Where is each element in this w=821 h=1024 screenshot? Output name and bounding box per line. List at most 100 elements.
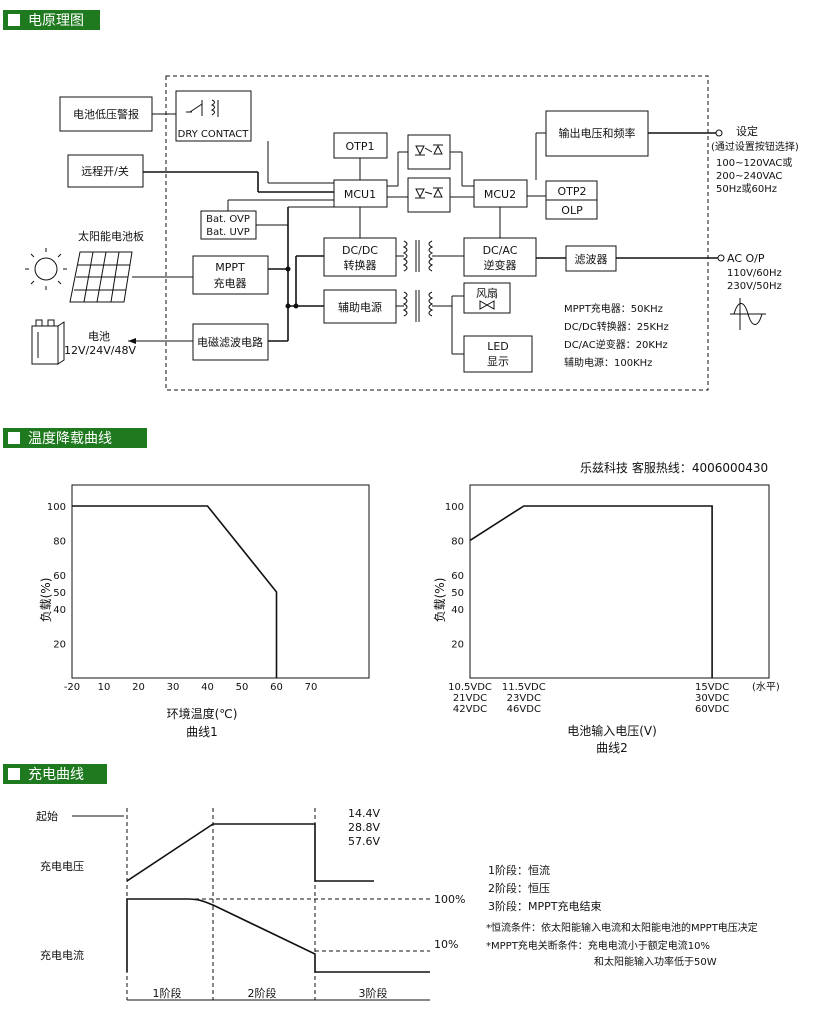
led-title: LED [487, 340, 509, 353]
otp2-label: OTP2 [557, 185, 586, 198]
aux-power-label: 辅助电源 [338, 300, 382, 314]
freq-note-1: MPPT充电器：50KHz [564, 302, 663, 315]
bat-ovp-label: Bat. OVP [206, 214, 250, 225]
y-tick-label: 20 [451, 640, 464, 651]
section-title-charging: 充电曲线 [28, 767, 84, 783]
relay-icon [186, 99, 219, 117]
legend-line-3: 3阶段：MPPT充电结束 [488, 899, 601, 913]
fan-label: 风扇 [476, 286, 498, 300]
square-icon [8, 768, 20, 780]
x-tick-label: 30VDC [695, 693, 729, 704]
y-tick-label: 20 [53, 640, 66, 651]
x-tick-labels: 10.5VDC21VDC42VDC11.5VDC23VDC46VDC15VDC3… [448, 682, 729, 715]
x-tick-label: 30 [167, 682, 180, 693]
freq-note-2: DC/DC转换器：25KHz [564, 320, 669, 333]
voltage-level-2: 28.8V [348, 821, 380, 834]
setting-v1: 100~120VAC或 [716, 157, 792, 169]
mcu1-box [333, 179, 388, 208]
x-tick-label: -20 [64, 682, 80, 693]
y-tick-label: 80 [451, 536, 464, 547]
dcdc-title: DC/DC [342, 244, 378, 257]
setting-f: 50Hz或60Hz [716, 183, 777, 195]
section-header-principle: 电原理图 [3, 10, 100, 30]
emi-filter-box [192, 323, 269, 361]
emi-filter-label: 电磁滤波电路 [197, 336, 263, 349]
solar-panel-label: 太阳能电池板 [78, 229, 144, 243]
x-tick-label: 20 [132, 682, 145, 693]
olp-label: OLP [561, 204, 583, 217]
section-title-principle: 电原理图 [28, 13, 84, 29]
mppt-sub: 充电器 [214, 276, 247, 290]
x-tick-label: 42VDC [453, 704, 487, 715]
stage-2-label: 2阶段 [248, 986, 277, 1000]
y-tick-label: 100 [47, 502, 66, 513]
setting-title: 设定 [736, 124, 758, 138]
stage-3-label: 3阶段 [359, 986, 388, 1000]
optocoupler-top [407, 134, 451, 170]
legend-line-6: 和太阳能输入功率低于50W [594, 955, 717, 968]
y-tick-label: 60 [53, 571, 66, 582]
chart1-xlabel: 环境温度(℃) [167, 706, 238, 721]
dcac-sub: 逆变器 [484, 258, 517, 272]
sun-icon [25, 248, 67, 290]
hotline: 乐兹科技 客服热线：4006000430 [580, 460, 768, 475]
voltage-level-1: 14.4V [348, 807, 380, 820]
led-sub: 显示 [487, 355, 509, 368]
bat-ovp-uvp-box [200, 210, 257, 240]
mppt-title: MPPT [215, 261, 245, 274]
pct-10-label: 10% [434, 938, 458, 951]
mcu2-label: MCU2 [484, 188, 516, 201]
square-icon [8, 14, 20, 26]
chart-frame [469, 484, 770, 679]
chart2-xlabel: 电池输入电压(V) [567, 723, 657, 738]
otp1-label: OTP1 [345, 140, 374, 153]
solar-panel-icon [69, 251, 133, 303]
transformer-icon [396, 240, 464, 272]
derating-curve-2 [469, 505, 713, 678]
section-header-bg [3, 764, 107, 784]
ac-output-terminal [717, 254, 725, 262]
section-header-charging: 充电曲线 [3, 764, 107, 784]
pct-100-label: 100% [434, 893, 465, 906]
arrow-icon [128, 338, 136, 344]
mcu1-label: MCU1 [344, 188, 376, 201]
legend-line-2: 2阶段：恒压 [488, 881, 550, 895]
fan-box [463, 282, 511, 314]
square-icon [8, 432, 20, 444]
x-tick-label: 60VDC [695, 704, 729, 715]
voltage-curve [126, 823, 374, 882]
optocoupler-bottom-icon [415, 187, 443, 199]
x-tick-label: 50 [236, 682, 249, 693]
fan-icon [479, 300, 495, 310]
optocoupler-top-icon [415, 144, 443, 156]
y-tick-label: 80 [53, 536, 66, 547]
dcac-title: DC/AC [483, 244, 518, 257]
freq-note-4: 辅助电源：100KHz [564, 356, 652, 369]
freq-note-3: DC/AC逆变器：20KHz [564, 338, 668, 351]
aux-power-box [323, 289, 397, 324]
stage-1-label: 1阶段 [153, 986, 182, 1000]
chart2-x-unit: (水平) [752, 681, 780, 693]
x-tick-label: 10 [98, 682, 111, 693]
setting-note: (通过设置按钮选择) [711, 140, 799, 153]
current-curve [126, 898, 430, 973]
chart2-title: 曲线2 [596, 741, 628, 755]
y-tick-label: 100 [445, 502, 464, 513]
x-tick-label: 70 [305, 682, 318, 693]
x-tick-label: 15VDC [695, 682, 729, 693]
bat-uvp-label: Bat. UVP [206, 227, 249, 238]
x-tick-label: 11.5VDC [502, 682, 546, 693]
section-header-bg [3, 428, 147, 448]
remote-switch-label: 远程开/关 [81, 164, 129, 178]
section-title-derating: 温度降载曲线 [28, 431, 112, 447]
mppt-box [192, 255, 269, 295]
x-tick-label: 21VDC [453, 693, 487, 704]
x-tick-label: 46VDC [507, 704, 541, 715]
derating-curve-1 [72, 505, 278, 678]
ac-v1: 110V/60Hz [727, 268, 782, 279]
sine-wave-icon [730, 298, 766, 330]
x-tick-label: 10.5VDC [448, 682, 492, 693]
